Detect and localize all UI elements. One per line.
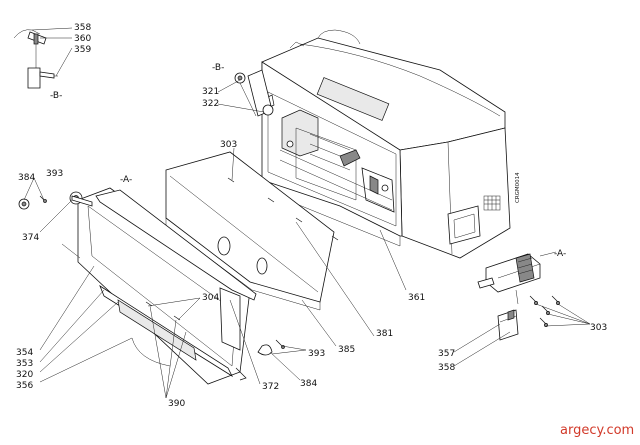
label-372: 372 xyxy=(262,382,279,392)
label-320: 320 xyxy=(16,370,33,380)
label-359: 359 xyxy=(74,45,91,55)
side-bracket xyxy=(234,69,274,117)
label-374: 374 xyxy=(22,233,39,243)
cover-hardware xyxy=(18,177,339,356)
panel-381 xyxy=(165,151,335,311)
diagram-code: CRGM0014 xyxy=(515,172,521,203)
label-358-right: 358 xyxy=(438,363,455,373)
label-358: 358 xyxy=(74,23,91,33)
leader-lines xyxy=(23,27,591,399)
label-360: 360 xyxy=(74,34,91,44)
label-356: 356 xyxy=(16,381,33,391)
label-361: 361 xyxy=(408,293,425,303)
detail-b-inset xyxy=(13,29,58,89)
label-322: 322 xyxy=(202,99,219,109)
label-detail-a-left: -A- xyxy=(120,175,132,185)
watermark: argecy.com xyxy=(560,423,634,438)
label-385: 385 xyxy=(338,345,355,355)
label-303-top: 303 xyxy=(220,140,237,150)
label-357: 357 xyxy=(438,349,455,359)
detail-a-inset xyxy=(477,251,560,341)
label-303-right: 303 xyxy=(590,323,607,333)
label-384-bottom: 384 xyxy=(300,379,317,389)
front-cover xyxy=(77,187,257,385)
vent-grid xyxy=(483,195,501,211)
part-labels: 358 360 359 -B- -B- 321 322 303 -A- 384 … xyxy=(16,23,607,409)
label-354: 354 xyxy=(16,348,33,358)
label-detail-b-small: -B- xyxy=(50,91,62,101)
label-321: 321 xyxy=(202,87,219,97)
label-381: 381 xyxy=(376,329,393,339)
label-304: 304 xyxy=(202,293,219,303)
label-384-left: 384 xyxy=(18,173,35,183)
label-390: 390 xyxy=(168,399,185,409)
label-393-left: 393 xyxy=(46,169,63,179)
label-detail-a-right: -A- xyxy=(554,249,566,259)
label-353: 353 xyxy=(16,359,33,369)
label-393-bottom: 393 xyxy=(308,349,325,359)
printer-body xyxy=(261,29,511,259)
label-detail-b: -B- xyxy=(212,63,224,73)
